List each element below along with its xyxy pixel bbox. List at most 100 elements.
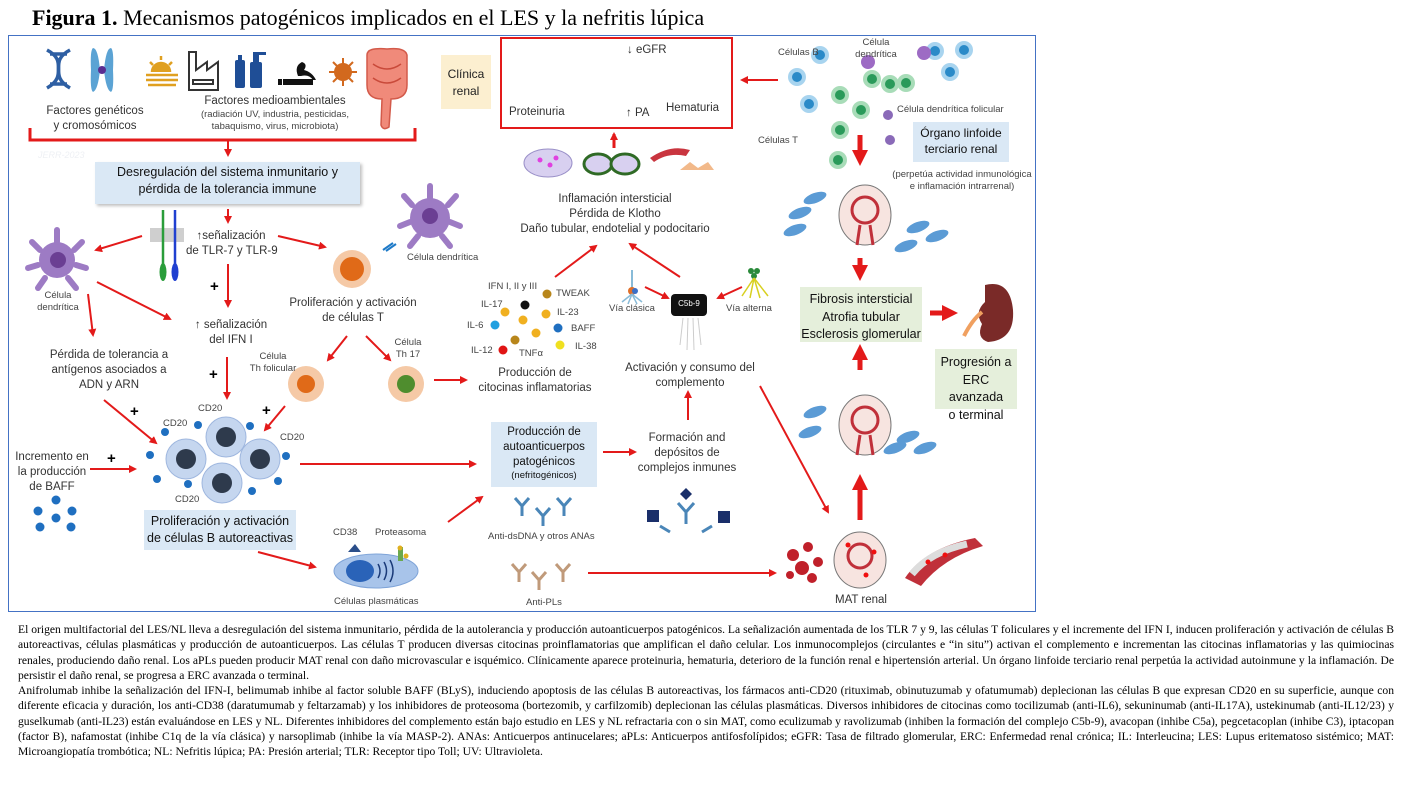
autoab-line1: Producción de — [507, 426, 581, 438]
fibrosis-line1: Fibrosis intersticial — [809, 292, 913, 306]
anti-pl-antibodies-icon — [510, 563, 572, 590]
arrow-dc-tolerance — [87, 293, 97, 337]
plasma-cell-icon — [333, 544, 419, 589]
clinical-manifestations-box — [500, 37, 733, 129]
cd20-label-top: CD20 — [198, 403, 223, 414]
anti-dsdna-antibodies-icon — [513, 497, 573, 526]
watermark: JERR-2023 — [38, 150, 85, 160]
organ-line2: terciario renal — [924, 142, 998, 157]
note-line2: e inflamación intrarrenal) — [909, 180, 1015, 192]
lymphoid-dendritic-line2: dendrítica — [855, 48, 897, 60]
vessel-thrombus-icon — [905, 538, 983, 586]
autoab-line2: autoanticuerpos — [503, 440, 585, 453]
lymphoid-t-cells-icon — [829, 70, 915, 169]
plus-sign-tlr-ifn: + — [210, 278, 219, 295]
progression-line3: o terminal — [948, 407, 1004, 422]
baff-molecules-icon — [33, 495, 77, 532]
arrow-tcells-tfh — [326, 335, 348, 362]
anti-dsdna-label: Anti-dsDNA y otros ANAs — [488, 531, 595, 542]
tfh-label: Célula Th folicular — [248, 351, 298, 375]
complement-line2: complemento — [655, 376, 725, 389]
lymphoid-dendritic-line1: Célula — [862, 37, 890, 48]
figure-title: Figura 1. Mecanismos patogénicos implica… — [32, 5, 704, 31]
glomerulus-mat-icon — [833, 531, 887, 589]
hematuria-label: Hematuria — [666, 102, 720, 114]
env-factors-title: Factores medioambientales — [204, 95, 346, 107]
baff-line2: la producción — [17, 465, 87, 478]
arrow-alternative-mac — [716, 286, 743, 300]
note-line1: (perpetúa actividad inmunológica — [892, 169, 1032, 180]
dendritic-cell-left-label: Célula dendrítica — [30, 290, 86, 314]
cytokine-baff: BAFF — [571, 323, 596, 334]
complement-activation-label: Activación y consumo del complemento — [615, 361, 765, 391]
cytokine-il17: IL-17 — [481, 299, 503, 310]
ifn-signaling-label: ↑ señalización del IFN I — [186, 318, 276, 348]
env-factors-detail1: (radiación UV, industria, pesticidas, — [200, 108, 350, 120]
dysregulation-line2: pérdida de la tolerancia immune — [138, 181, 317, 196]
tfh-line1: Célula — [259, 351, 287, 362]
anti-pl-label: Anti-PLs — [526, 597, 562, 608]
arrow-tfh-bcells — [263, 405, 286, 432]
endothelial-podocyte-icon — [650, 148, 714, 170]
b-cells-line2: de células B autoreactivas — [147, 530, 293, 545]
mac-label: C5b-9 — [678, 299, 700, 308]
cigarette-icon — [278, 62, 316, 85]
th17-label: Célula Th 17 — [388, 337, 428, 361]
classical-pathway-label: Vía clásica — [609, 303, 655, 314]
th17-cell-icon — [388, 366, 424, 402]
genetic-factors-line2: y cromosómicos — [53, 119, 137, 132]
cytokine-tnfa: TNFα — [519, 348, 543, 359]
tertiary-lymphoid-note: (perpetúa actividad inmunológica e infla… — [888, 169, 1036, 193]
complexes-line2: depósitos de — [654, 446, 720, 459]
autoab-line4: (nefritogénicos) — [511, 469, 577, 481]
cytokine-il38: IL-38 — [575, 341, 597, 352]
organ-line1: Órgano linfoide — [920, 126, 1002, 140]
figure-frame — [8, 35, 1036, 612]
tlr-line1: ↑señalización — [196, 230, 266, 242]
tlr-receptor-icon — [150, 210, 184, 281]
cytokine-ifn: IFN I, II y III — [488, 281, 538, 292]
arrow-tolerance-bcells — [103, 399, 158, 445]
arrow-plasma-autoab — [447, 495, 484, 523]
lymphoid-dendritic-label: Célula dendrítica — [852, 37, 900, 61]
tfh-line2: Th folicular — [249, 362, 297, 374]
inflammation-line3: Daño tubular, endotelial y podocitario — [520, 222, 710, 235]
dendritic-cell-right-icon — [397, 183, 463, 249]
immune-complexes-label: Formación and depósitos de complejos inm… — [628, 431, 746, 476]
dysregulation-box: Desregulación del sistema inmunitario y … — [95, 162, 360, 204]
caption-paragraph-2: Anifrolumab inhibe la señalización del I… — [18, 684, 1394, 759]
tolerance-line1: Pérdida de tolerancia a — [49, 349, 169, 361]
cytokine-il6: IL-6 — [467, 320, 484, 331]
autoab-line3: patogénicos — [512, 455, 576, 468]
arrow-mac-inflammation — [628, 242, 681, 278]
lymphoid-dendritic-icon — [861, 46, 931, 145]
classical-pathway-icon — [621, 270, 643, 305]
tlr-signaling-label: ↑señalización de TLR-7 y TLR-9 — [186, 229, 278, 259]
pesticide-icon — [235, 52, 266, 88]
lymphoid-t-cells-label: Células T — [758, 135, 798, 146]
cytokine-production-label: Producción de citocinas inflamatorias — [470, 366, 600, 396]
diagram-arrows — [25, 41, 1014, 590]
cytokine-il23: IL-23 — [557, 307, 579, 318]
inflammation-label: Inflamación intersticial Pérdida de Klot… — [510, 192, 720, 237]
inflammation-line1: Inflamación intersticial — [558, 193, 672, 205]
figure-caption: El origen multifactorial del LES/NL llev… — [18, 622, 1394, 760]
proteasome-label: Proteasoma — [375, 527, 427, 538]
plus-sign-tfh-b: + — [262, 402, 271, 419]
tubular-cells-icon — [523, 148, 573, 178]
arrow-tlr-tcell — [277, 235, 327, 250]
alternative-pathway-icon — [741, 268, 769, 299]
autoantibodies-box: Producción de autoanticuerpos patogénico… — [491, 422, 597, 487]
progression-box: Progresión a ERC avanzada o terminal — [935, 349, 1017, 422]
tlr-line2: de TLR-7 y TLR-9 — [186, 244, 278, 257]
clinical-tag-line1: Clínica — [447, 67, 485, 81]
arrow-tcells-th17 — [365, 335, 392, 362]
figure-title-text: Mecanismos patogénicos implicados en el … — [117, 5, 705, 30]
fdc-label: Célula dendrítica folicular — [897, 104, 1004, 115]
plus-sign-baff-b: + — [107, 450, 116, 467]
fibroblasts-bottom-icon — [798, 405, 937, 455]
factors-bracket — [28, 128, 417, 142]
t-cells-label: Proliferación y activación de células T — [288, 296, 418, 326]
fibrosis-box: Fibrosis intersticial Atrofia tubular Es… — [800, 287, 922, 342]
dendritic-left-line1: Célula — [44, 290, 72, 301]
